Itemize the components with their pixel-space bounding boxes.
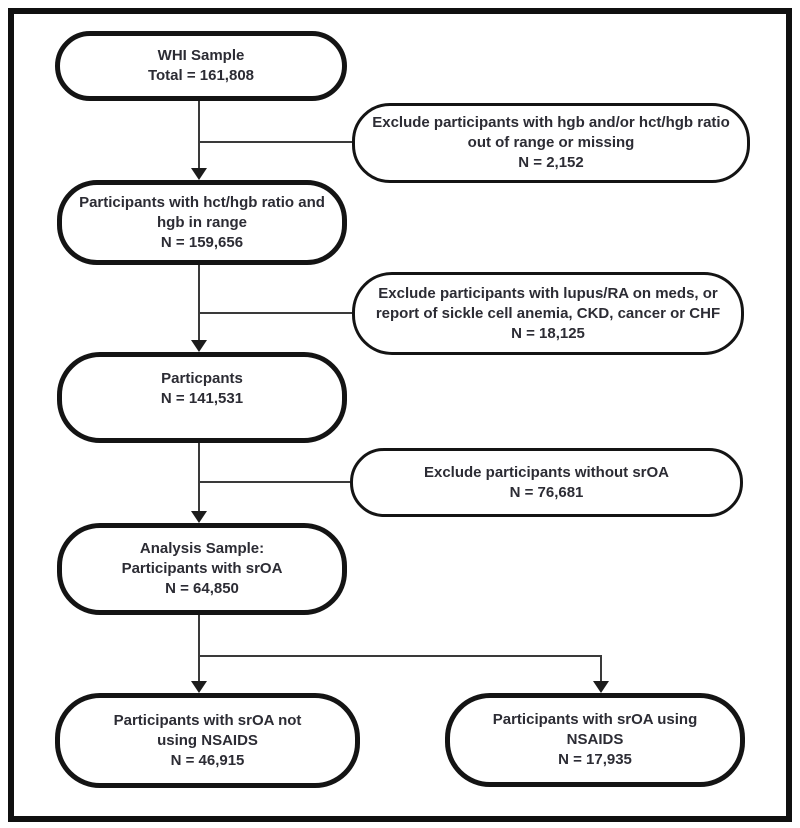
node-text-line: N = 2,152	[518, 154, 584, 171]
connector-line	[199, 655, 602, 657]
node-text-line: Exclude participants with hgb and/or hct…	[372, 114, 730, 131]
node-text-line: report of sickle cell anemia, CKD, cance…	[375, 304, 721, 322]
node-whi-sample: WHI Sample Total = 161,808	[55, 31, 347, 101]
connector-line	[600, 655, 602, 683]
node-text-line: hgb in range	[157, 213, 247, 231]
arrowhead-down-icon	[191, 511, 207, 523]
node-text-line: Participants with srOA using	[492, 711, 698, 728]
node-text-line: N = 64,850	[165, 580, 239, 597]
node-sroa-not-using-nsaids: Participants with srOA not using NSAIDS …	[55, 693, 360, 788]
node-exclude-lupus-ra: Exclude participants with lupus/RA on me…	[352, 272, 744, 355]
arrowhead-down-icon	[191, 168, 207, 180]
node-text-line: Participants with srOA not	[113, 711, 302, 729]
arrowhead-down-icon	[593, 681, 609, 693]
connector-line	[199, 141, 352, 143]
node-text-line: N = 46,915	[170, 751, 245, 769]
node-text-line: Particpants	[161, 370, 243, 387]
connector-line	[198, 442, 200, 513]
node-hct-hgb-in-range: Participants with hct/hgb ratio and hgb …	[57, 180, 347, 265]
connector-line	[198, 614, 200, 683]
node-text-line: Exclude participants with lupus/RA on me…	[378, 284, 718, 302]
connector-line	[199, 312, 352, 314]
node-text-line: Total = 161,808	[147, 67, 255, 84]
connector-line	[199, 481, 350, 483]
node-text-line: WHI Sample	[157, 47, 245, 64]
node-text-line: N = 141,531	[160, 390, 244, 407]
node-text-line: Exclude participants without srOA	[423, 463, 670, 481]
node-analysis-sample: Analysis Sample: Participants with srOA …	[57, 523, 347, 615]
node-text-line: Analysis Sample:	[139, 540, 265, 557]
connector-line	[198, 264, 200, 342]
node-text-line: N = 159,656	[160, 233, 244, 251]
node-participants: Particpants N = 141,531	[57, 352, 347, 443]
node-text-line: out of range or missing	[467, 134, 635, 151]
connector-line	[198, 100, 200, 170]
node-exclude-without-sroa: Exclude participants without srOA N = 76…	[350, 448, 743, 517]
node-exclude-hgb: Exclude participants with hgb and/or hct…	[352, 103, 750, 183]
node-text-line: N = 17,935	[558, 751, 632, 768]
arrowhead-down-icon	[191, 340, 207, 352]
node-sroa-using-nsaids: Participants with srOA using NSAIDS N = …	[445, 693, 745, 787]
arrowhead-down-icon	[191, 681, 207, 693]
node-text-line: Participants with hct/hgb ratio and	[79, 193, 325, 211]
node-text-line: N = 18,125	[511, 324, 585, 342]
node-text-line: using NSAIDS	[157, 731, 258, 749]
node-text-line: NSAIDS	[566, 731, 624, 748]
node-text-line: N = 76,681	[509, 483, 584, 501]
node-text-line: Participants with srOA	[121, 560, 283, 577]
